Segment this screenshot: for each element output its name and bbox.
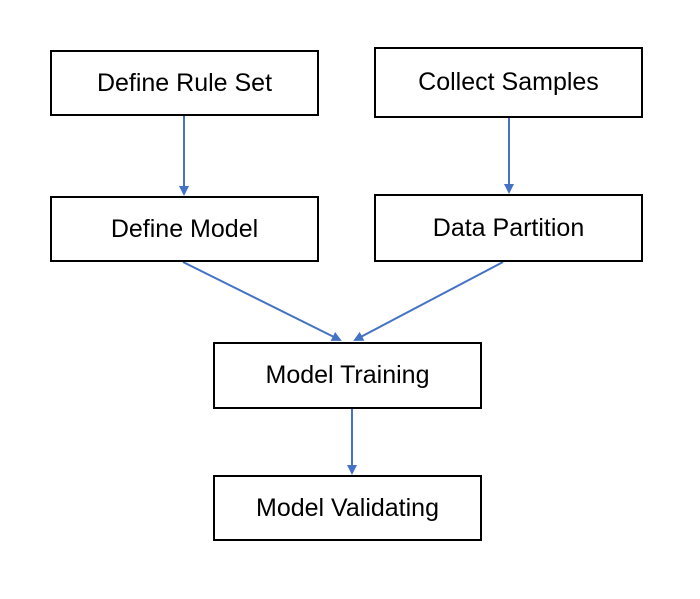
node-label: Model Validating <box>256 493 439 522</box>
node-label: Collect Samples <box>418 68 599 96</box>
arrow-model-to-training <box>182 261 342 341</box>
node-define-model: Define Model <box>50 196 319 262</box>
node-define-rule-set: Define Rule Set <box>50 50 319 116</box>
node-label: Define Model <box>110 214 259 243</box>
node-model-validating: Model Validating <box>213 475 482 541</box>
node-label: Model Training <box>265 361 430 389</box>
node-model-training: Model Training <box>213 342 482 409</box>
node-label: Data Partition <box>432 213 585 242</box>
node-collect-samples: Collect Samples <box>374 47 643 118</box>
node-label: Define Rule Set <box>96 68 273 97</box>
arrow-partition-to-training <box>353 261 504 341</box>
node-data-partition: Data Partition <box>374 194 643 262</box>
